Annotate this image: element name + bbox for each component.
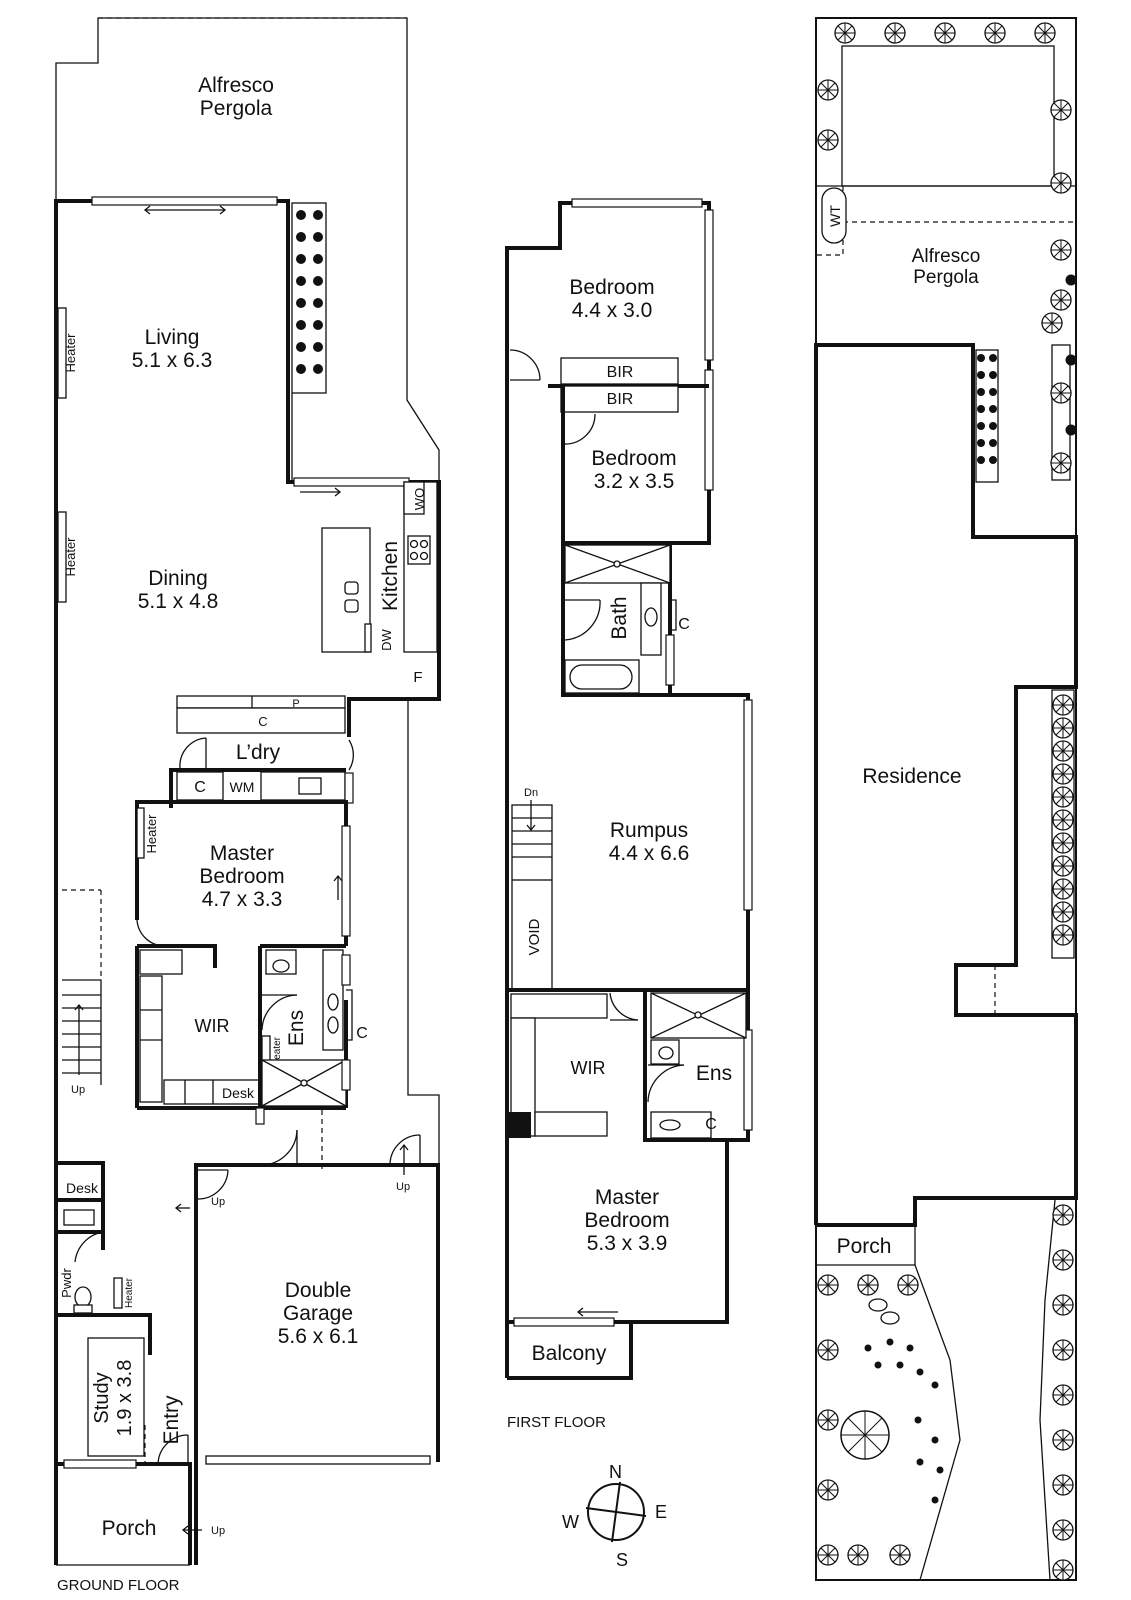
ff-master-dimensions: 5.3 x 3.9 xyxy=(587,1232,668,1255)
garage-dimensions: 5.6 x 6.1 xyxy=(278,1325,359,1348)
ff-bedroom1-dimensions: 4.4 x 3.0 xyxy=(572,299,653,322)
water-tank-label: WT xyxy=(827,205,843,227)
compass-east: E xyxy=(655,1502,667,1522)
laundry-cupboard-label: C xyxy=(258,714,267,729)
gf-alfresco-label: Alfresco xyxy=(198,74,274,97)
ground-floor-plan: Heater Heater Heater xyxy=(54,17,441,1594)
master-heater-label: Heater xyxy=(144,814,159,854)
entry-label: Entry xyxy=(160,1395,183,1445)
compass: N E S W xyxy=(562,1462,667,1570)
site-pergola-label: Pergola xyxy=(913,267,979,288)
kitchen-label: Kitchen xyxy=(379,541,402,611)
stair-up-label: Up xyxy=(71,1084,85,1096)
fridge-label: F xyxy=(413,669,422,686)
bath-cupboard-label: C xyxy=(678,616,690,633)
laundry-label: L’dry xyxy=(236,741,281,764)
ff-bedroom2-label: Bedroom xyxy=(591,447,676,470)
ff-master-label-2: Bedroom xyxy=(584,1209,669,1232)
dining-heater-label: Heater xyxy=(63,537,78,577)
porch-up-label: Up xyxy=(211,1525,225,1537)
gf-porch-label: Porch xyxy=(102,1517,157,1540)
hall-desk-label: Desk xyxy=(66,1180,99,1196)
ff-bedroom1-label: Bedroom xyxy=(569,276,654,299)
site-porch-label: Porch xyxy=(837,1235,892,1258)
residence-label: Residence xyxy=(862,765,961,788)
first-floor-caption: FIRST FLOOR xyxy=(507,1414,606,1431)
ff-master-label-1: Master xyxy=(595,1186,659,1209)
first-floor-plan: Dn Bedroom 4.4 x 3.0 BIR BIR Bedroom 3.2… xyxy=(505,198,753,1431)
compass-south: S xyxy=(616,1550,628,1570)
ff-ensuite-label: Ens xyxy=(696,1062,732,1085)
living-heater-label: Heater xyxy=(63,333,78,373)
void-label: VOID xyxy=(526,919,543,956)
gf-master-label-1: Master xyxy=(210,842,274,865)
gf-wir-label: WIR xyxy=(195,1016,230,1036)
stair-down-label: Dn xyxy=(524,787,538,799)
garage-label-1: Double xyxy=(285,1279,352,1302)
powder-room-label: Pwdr xyxy=(59,1268,74,1298)
side-up-label: Up xyxy=(396,1181,410,1193)
bir-label-2: BIR xyxy=(607,391,634,408)
ensuite-heater-label: Heater xyxy=(272,1036,283,1067)
living-label: Living xyxy=(145,326,200,349)
dishwasher-label: DW xyxy=(379,628,394,650)
gf-ensuite-label: Ens xyxy=(285,1010,308,1046)
ground-floor-caption: GROUND FLOOR xyxy=(57,1577,180,1594)
rumpus-label: Rumpus xyxy=(610,819,688,842)
gf-ensuite-cupboard-label: C xyxy=(356,1025,368,1042)
dining-dimensions: 5.1 x 4.8 xyxy=(138,590,219,613)
compass-west: W xyxy=(562,1512,579,1532)
rumpus-dimensions: 4.4 x 6.6 xyxy=(609,842,690,865)
master-desk-label: Desk xyxy=(222,1085,255,1101)
dining-label: Dining xyxy=(148,567,208,590)
ff-wir-label: WIR xyxy=(571,1058,606,1078)
garage-label-2: Garage xyxy=(283,1302,353,1325)
ff-bedroom2-dimensions: 3.2 x 3.5 xyxy=(594,470,675,493)
bir-label-1: BIR xyxy=(607,364,634,381)
linen-cupboard-label: C xyxy=(194,779,206,796)
powder-heater-label: Heater xyxy=(124,1277,135,1308)
balcony-label: Balcony xyxy=(532,1342,607,1365)
gf-master-dimensions: 4.7 x 3.3 xyxy=(202,888,283,911)
study-dimensions: 1.9 x 3.8 xyxy=(114,1360,136,1437)
site-alfresco-label: Alfresco xyxy=(912,246,981,267)
site-plan: WT xyxy=(814,17,1078,1581)
wall-oven-label: WO xyxy=(412,488,427,510)
pantry-label: P xyxy=(292,698,299,710)
bath-label: Bath xyxy=(608,596,631,639)
ff-ensuite-cupboard-label: C xyxy=(705,1116,717,1133)
washing-machine-label: WM xyxy=(230,779,255,795)
gf-pergola-label: Pergola xyxy=(200,97,273,120)
living-dimensions: 5.1 x 6.3 xyxy=(132,349,213,372)
gf-master-label-2: Bedroom xyxy=(199,865,284,888)
study-label: Study xyxy=(91,1372,113,1423)
garage-up-label: Up xyxy=(211,1196,225,1208)
compass-north: N xyxy=(609,1462,622,1482)
